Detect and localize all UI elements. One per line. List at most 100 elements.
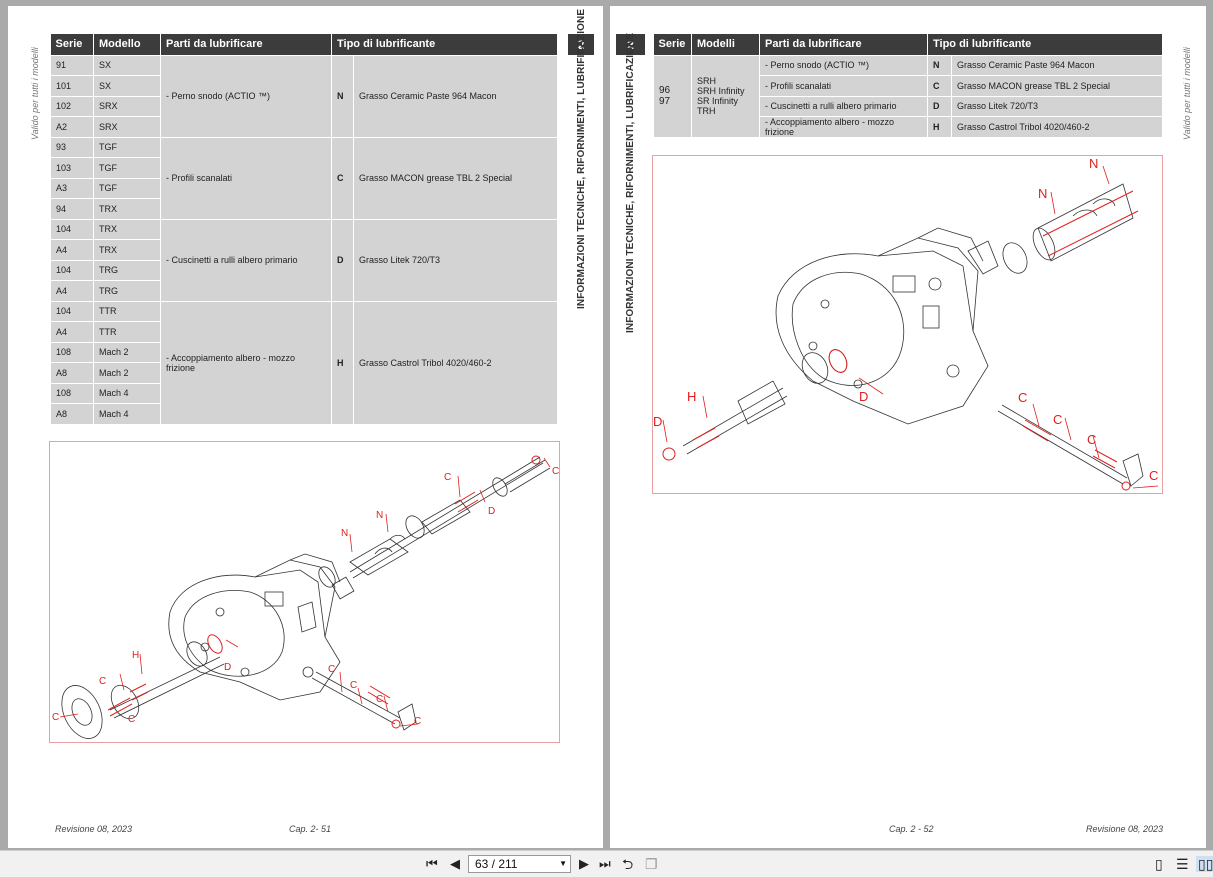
code-cell: H bbox=[331, 300, 354, 425]
label-n: N bbox=[1038, 186, 1047, 201]
lubricant-cell: Grasso Ceramic Paste 964 Macon bbox=[951, 54, 1163, 76]
modello-cell: TTR bbox=[93, 300, 161, 322]
part-cell: - Profili scanalati bbox=[759, 75, 928, 97]
modello-cell: SX bbox=[93, 54, 161, 76]
serie-value: 96 bbox=[659, 85, 671, 97]
serie-cell: A4 bbox=[50, 321, 94, 343]
serie-cell: 108 bbox=[50, 341, 94, 363]
modello-cell: Mach 2 bbox=[93, 341, 161, 363]
modello-value: SRH Infinity bbox=[697, 86, 745, 97]
modello-cell: Mach 4 bbox=[93, 382, 161, 404]
label-c: C bbox=[350, 680, 357, 691]
modello-cell: TRX bbox=[93, 239, 161, 261]
modello-cell: Mach 4 bbox=[93, 403, 161, 425]
lubricant-cell: Grasso Castrol Tribol 4020/460-2 bbox=[353, 300, 558, 425]
page-51: Valido per tutti i modelli Serie Modello… bbox=[8, 6, 603, 848]
label-c: C bbox=[1087, 432, 1096, 447]
rotate-icon[interactable]: ⮌ bbox=[622, 856, 634, 872]
label-c: C bbox=[99, 676, 106, 687]
chapter-title: INFORMAZIONI TECNICHE, RIFORNIMENTI, LUB… bbox=[625, 32, 636, 333]
page-number-select[interactable]: 63 / 211▼ bbox=[468, 855, 571, 873]
label-d: D bbox=[859, 389, 868, 404]
next-page-icon[interactable]: ▶ bbox=[579, 856, 589, 871]
label-d: D bbox=[653, 414, 662, 429]
serie-cell: 94 bbox=[50, 198, 94, 220]
col-header-serie: Serie bbox=[653, 34, 692, 55]
gearbox-drawing: C C C H D C C C C N N C D C bbox=[52, 455, 559, 739]
prev-page-icon[interactable]: ◀ bbox=[450, 856, 460, 871]
serie-cell: 101 bbox=[50, 75, 94, 97]
part-cell: - Accoppiamento albero - mozzo frizione bbox=[759, 116, 928, 138]
chapter-tab: 2 bbox=[568, 34, 594, 55]
label-d: D bbox=[224, 662, 231, 673]
code-cell: D bbox=[331, 218, 354, 302]
serie-cell: A4 bbox=[50, 239, 94, 261]
serie-cell: 104 bbox=[50, 218, 94, 240]
serie-cell: 104 bbox=[50, 259, 94, 281]
gearbox-drawing: N N D H D C C C C bbox=[653, 156, 1158, 491]
col-header-modelli: Modelli bbox=[691, 34, 760, 55]
page-52: 2 INFORMAZIONI TECNICHE, RIFORNIMENTI, L… bbox=[610, 6, 1206, 848]
code-cell: N bbox=[927, 54, 952, 76]
serie-cell: A4 bbox=[50, 280, 94, 302]
label-n: N bbox=[341, 528, 348, 539]
lubricant-cell: Grasso MACON grease TBL 2 Special bbox=[951, 75, 1163, 97]
serie-cell: 108 bbox=[50, 382, 94, 404]
two-page-icon[interactable]: ▯▯ bbox=[1196, 856, 1213, 872]
modello-value: SR Infinity bbox=[697, 96, 739, 107]
part-cell: - Accoppiamento albero - mozzo frizione bbox=[160, 300, 332, 425]
modello-cell: TRX bbox=[93, 198, 161, 220]
lubrication-table: Serie Modelli Parti da lubrificare Tipo … bbox=[653, 34, 1163, 138]
serie-cell: A8 bbox=[50, 403, 94, 425]
side-note: Valido per tutti i modelli bbox=[30, 47, 40, 140]
single-page-icon[interactable]: ▯ bbox=[1155, 856, 1163, 872]
modelli-cell: SRH SRH Infinity SR Infinity TRH bbox=[691, 54, 760, 138]
exploded-diagram-figure: N N D H D C C C C bbox=[652, 155, 1163, 494]
modello-cell: Mach 2 bbox=[93, 362, 161, 384]
part-cell: - Profili scanalati bbox=[160, 136, 332, 220]
label-c: C bbox=[552, 466, 559, 477]
lubricant-cell: Grasso Litek 720/T3 bbox=[951, 95, 1163, 117]
label-c: C bbox=[328, 664, 335, 675]
continuous-icon[interactable]: ☰ bbox=[1176, 856, 1189, 872]
serie-cell: 103 bbox=[50, 157, 94, 179]
label-c: C bbox=[414, 716, 421, 727]
chevron-down-icon: ▼ bbox=[559, 859, 567, 868]
footer-revision: Revisione 08, 2023 bbox=[1086, 824, 1164, 834]
modello-cell: TGF bbox=[93, 177, 161, 199]
modello-cell: SRX bbox=[93, 116, 161, 138]
serie-value: 97 bbox=[659, 96, 671, 108]
label-n: N bbox=[376, 510, 383, 521]
col-header-tipo: Tipo di lubrificante bbox=[331, 34, 558, 55]
document-viewer[interactable]: Valido per tutti i modelli Serie Modello… bbox=[0, 0, 1213, 850]
label-c: C bbox=[1018, 390, 1027, 405]
label-n: N bbox=[1089, 156, 1098, 171]
label-h: H bbox=[132, 650, 139, 661]
label-c: C bbox=[444, 472, 451, 483]
part-cell: - Cuscinetti a rulli albero primario bbox=[160, 218, 332, 302]
serie-cell: 104 bbox=[50, 300, 94, 322]
col-header-parti: Parti da lubrificare bbox=[759, 34, 928, 55]
exploded-diagram-figure: C C C H D C C C C N N C D C bbox=[49, 441, 560, 743]
side-note: Valido per tutti i modelli bbox=[1182, 47, 1192, 140]
modello-cell: TRX bbox=[93, 218, 161, 240]
last-page-icon[interactable]: ⏭ bbox=[599, 856, 611, 871]
lubricant-cell: Grasso Litek 720/T3 bbox=[353, 218, 558, 302]
modello-cell: SRX bbox=[93, 95, 161, 117]
first-page-icon[interactable]: ⏮ bbox=[426, 856, 438, 871]
copy-icon[interactable]: ❐ bbox=[645, 856, 658, 872]
part-cell: - Perno snodo (ACTIO ™) bbox=[160, 54, 332, 138]
modello-cell: SX bbox=[93, 75, 161, 97]
serie-cell: A3 bbox=[50, 177, 94, 199]
